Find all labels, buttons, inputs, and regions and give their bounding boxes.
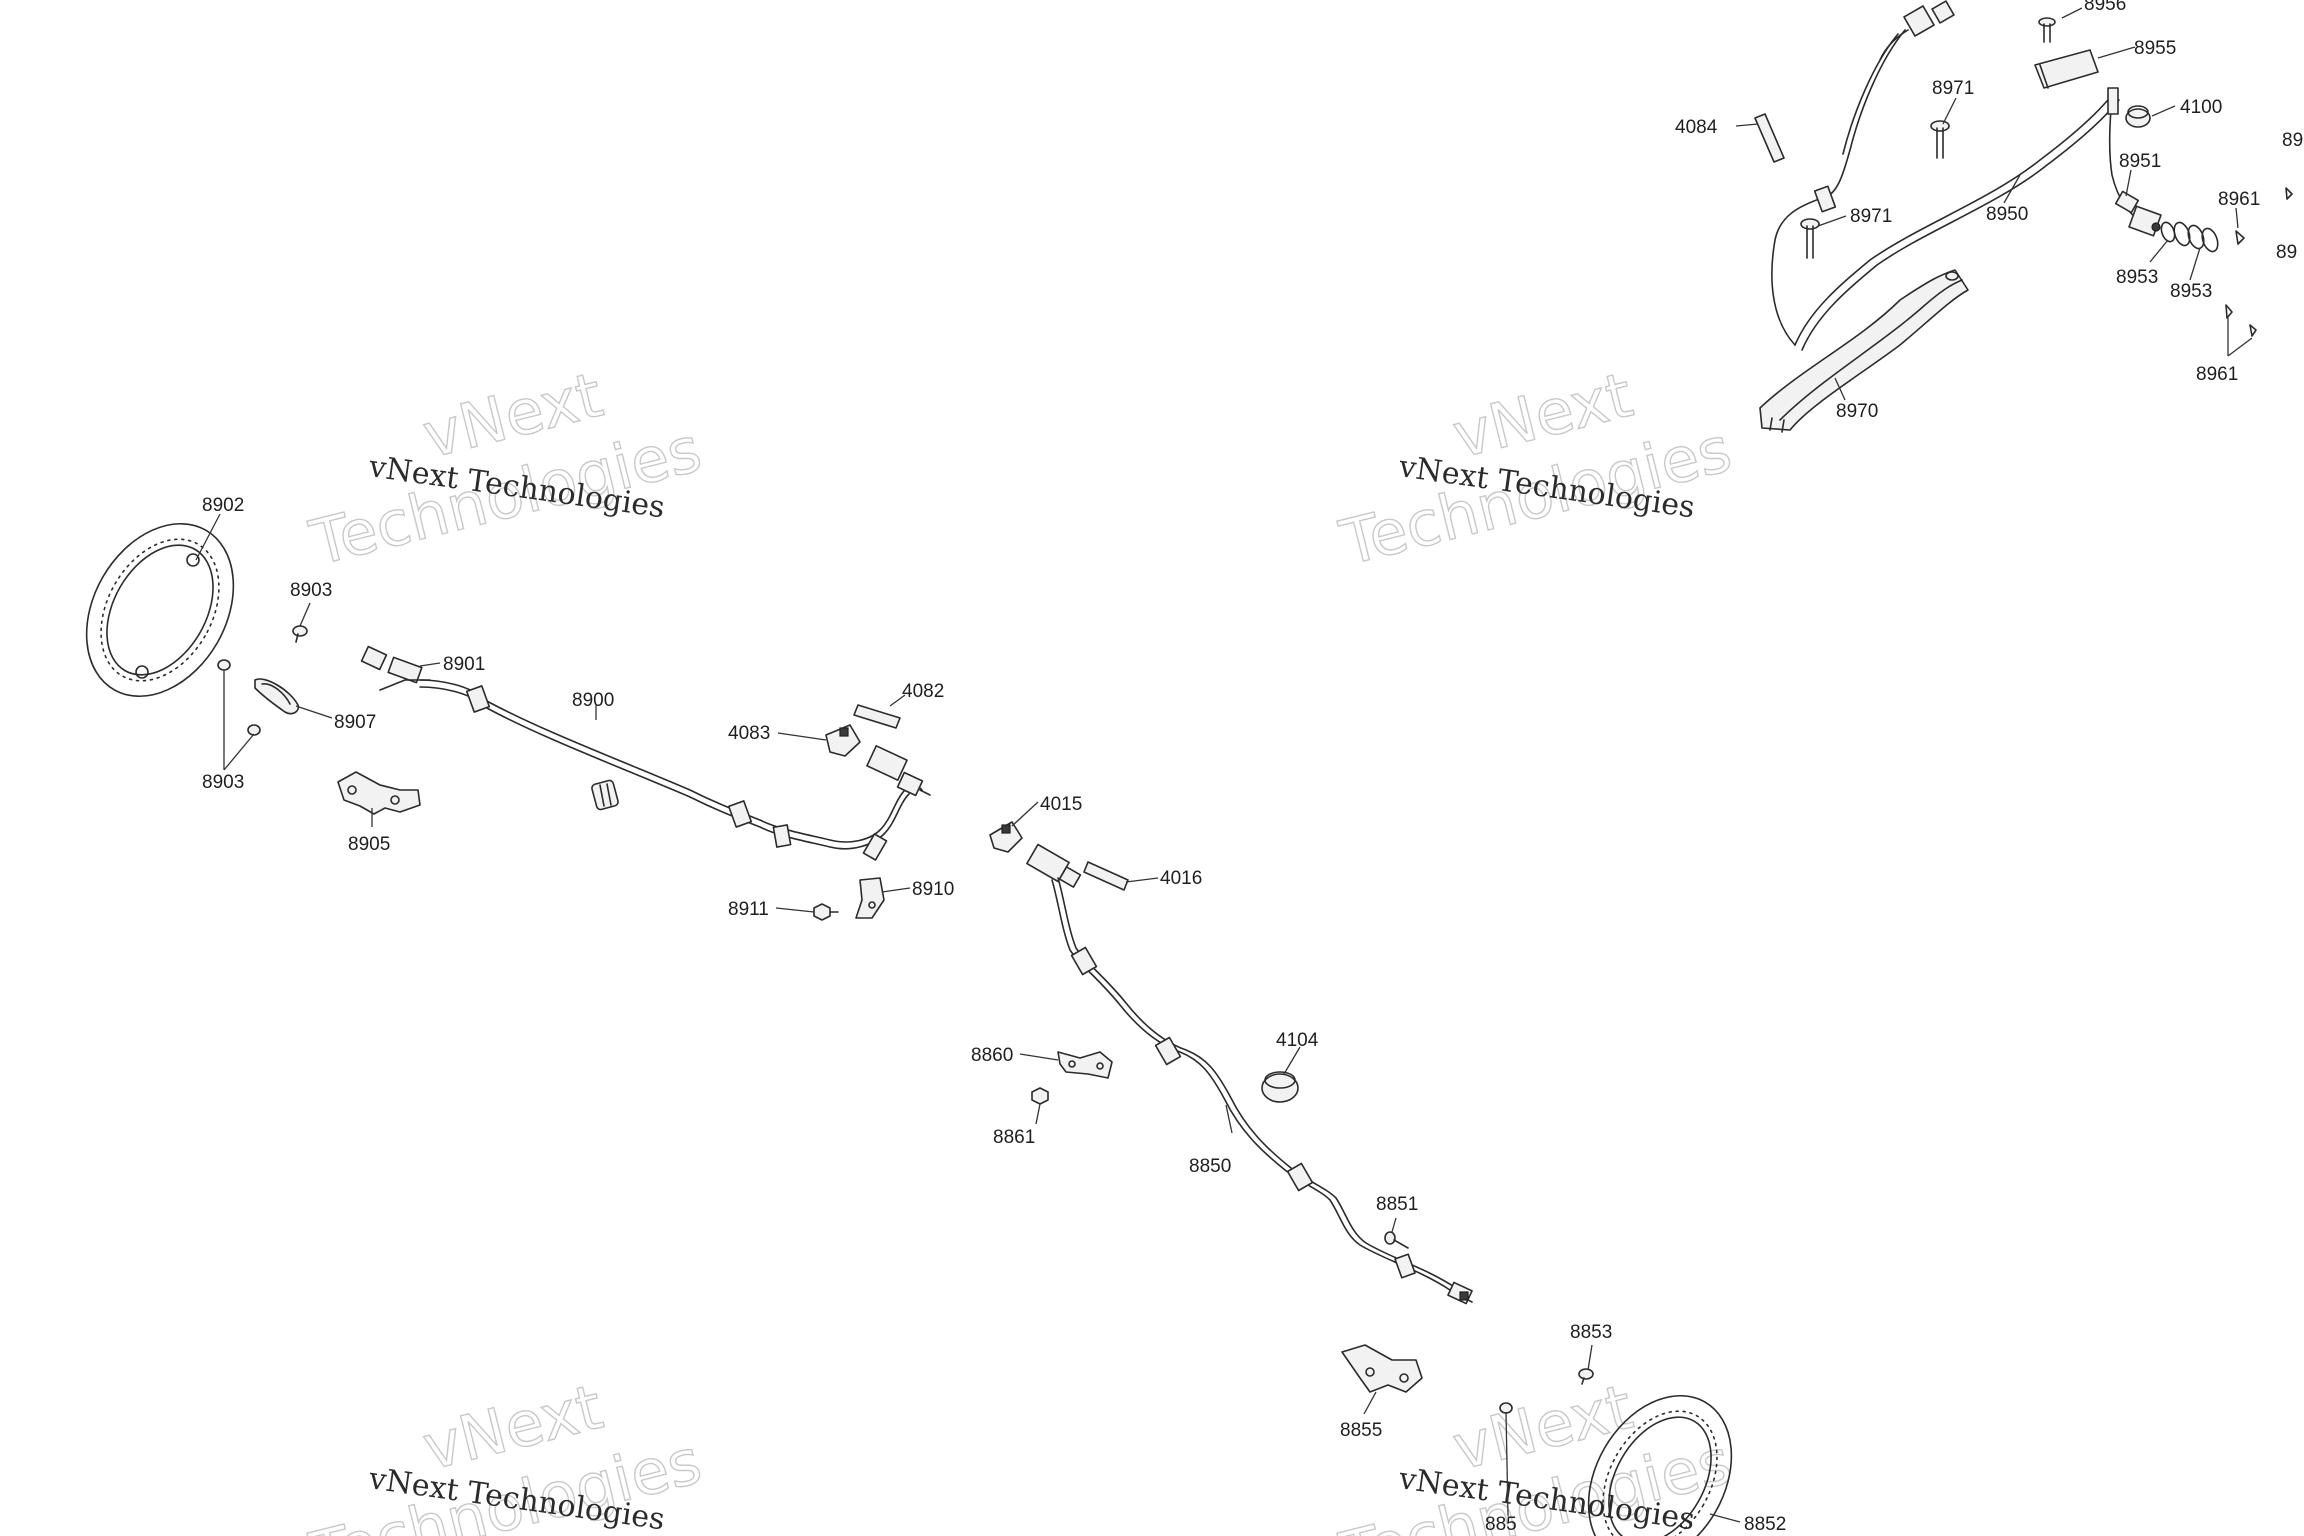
callout-8961: 8961	[2196, 364, 2238, 385]
callout-8852: 8852	[1744, 1514, 1786, 1535]
strap-4082	[853, 704, 901, 729]
watermark-top-right: vNext Technologies vNext Technologies	[1332, 357, 1738, 580]
bracket-8855	[1341, 1344, 1423, 1393]
callout-8861: 8861	[993, 1127, 1035, 1148]
callout-4100: 4100	[2180, 97, 2222, 118]
bolt-8851	[1384, 1231, 1409, 1249]
callout-4015: 4015	[1040, 794, 1082, 815]
harness-8850-sensor	[1447, 1281, 1473, 1305]
callout-4083: 4083	[728, 723, 770, 744]
strap-4016	[1083, 861, 1129, 891]
callout-4104: 4104	[1276, 1030, 1319, 1051]
strap-4084	[1754, 113, 1785, 163]
leader-lines	[195, 7, 2253, 1523]
bracket-8860	[1057, 1051, 1113, 1079]
screw-8956	[2038, 17, 2056, 43]
callout-8903: 8903	[290, 580, 332, 601]
callout-8956: 8956	[2084, 0, 2126, 15]
harness-8900	[419, 679, 923, 843]
wire-grommet	[1813, 185, 1837, 213]
callout-8971: 8971	[1850, 206, 1892, 227]
callout-8961: 8961	[2218, 189, 2260, 210]
tone-ring-8852	[1587, 1394, 1733, 1536]
harness-clamp	[591, 779, 619, 811]
callout-8900: 8900	[572, 690, 614, 711]
callout-885: 885	[1485, 1514, 1517, 1535]
harness-grommet	[727, 800, 753, 828]
screw-8903-mid	[217, 659, 231, 671]
guard-8970	[1759, 269, 1969, 433]
callout-8953: 8953	[2170, 281, 2212, 302]
sensor-8951	[2114, 190, 2162, 237]
harness-8950	[1794, 94, 2113, 346]
callout-8905: 8905	[348, 834, 390, 855]
callout-8950: 8950	[1986, 204, 2028, 225]
callout-8911: 8911	[728, 899, 769, 920]
harness-grommet	[1286, 1162, 1314, 1192]
grommet-4100	[2125, 105, 2151, 128]
front-right-harness-group	[989, 821, 1473, 1305]
callout-8951: 8951	[2119, 151, 2161, 172]
tone-ring-8902	[85, 522, 235, 698]
nut-8861	[1031, 1087, 1049, 1105]
wire-end-tab	[2107, 87, 2119, 115]
callout-8850: 8850	[1189, 1156, 1231, 1177]
callout-8907: 8907	[334, 712, 376, 733]
holder-4083	[825, 724, 861, 757]
callout-4082: 4082	[902, 681, 944, 702]
bracket-8905	[337, 771, 421, 815]
rear-harness-group	[1754, 0, 2293, 433]
screw-8971-lower	[1800, 218, 1820, 259]
harness-grommet	[1394, 1253, 1416, 1279]
callout-8901: 8901	[443, 654, 485, 675]
harness-grommet	[465, 685, 491, 713]
harness-top-connector	[1879, 0, 1955, 61]
watermark-top-left: vNext Technologies vNext Technologies	[302, 357, 708, 580]
harness-grommet	[772, 824, 792, 848]
sensor-8901	[360, 645, 431, 691]
grommet-4104	[1261, 1071, 1299, 1103]
harness-grommet	[1154, 1036, 1182, 1066]
callout-8970: 8970	[1836, 401, 1878, 422]
screw-bottom	[1499, 1402, 1513, 1414]
callout-8853: 8853	[1570, 1322, 1612, 1343]
watermark-bottom-left: vNext Technologies vNext Technologies	[302, 1369, 708, 1536]
holder-4015	[989, 821, 1023, 853]
harness-wire-left	[1771, 29, 1906, 346]
callout-8971: 8971	[1932, 78, 1974, 99]
screw-8971-upper	[1930, 120, 1950, 159]
callout-8851: 8851	[1376, 1194, 1418, 1215]
front-left-harness-group	[85, 522, 931, 921]
clips-8961	[2225, 187, 2293, 337]
screw-8903-lower	[247, 724, 261, 736]
callout-89-edge: 89	[2276, 242, 2297, 263]
rear-right-group	[1341, 1344, 1733, 1536]
callout-8902: 8902	[202, 495, 244, 516]
callout-8903: 8903	[202, 772, 244, 793]
callout-8910: 8910	[912, 879, 954, 900]
clip-8907	[254, 678, 300, 715]
nut-8911	[813, 903, 839, 921]
harness-grommet	[862, 833, 888, 861]
watermark-bottom-right: vNext Technologies vNext Technologies	[1332, 1369, 1738, 1536]
callout-8955: 8955	[2134, 38, 2176, 59]
harness-8850-connector	[1026, 843, 1082, 888]
callout-4016: 4016	[1160, 868, 1202, 889]
harness-grommet	[1070, 946, 1098, 976]
callout-labels: 8956 8955 8971 4100 4084 8951 8961 8971 …	[202, 0, 2303, 1535]
bracket-8910	[855, 877, 885, 919]
screw-8853	[1578, 1368, 1594, 1385]
cover-8955	[2034, 49, 2099, 89]
washers-8953	[2160, 221, 2219, 253]
harness-end-connector	[866, 745, 931, 797]
callout-8855: 8855	[1340, 1420, 1382, 1441]
callout-4084: 4084	[1675, 117, 1718, 138]
callout-8953: 8953	[2116, 267, 2158, 288]
callout-89-edge: 89	[2282, 130, 2303, 151]
callout-8860: 8860	[971, 1045, 1013, 1066]
screw-8903-upper	[292, 625, 308, 643]
